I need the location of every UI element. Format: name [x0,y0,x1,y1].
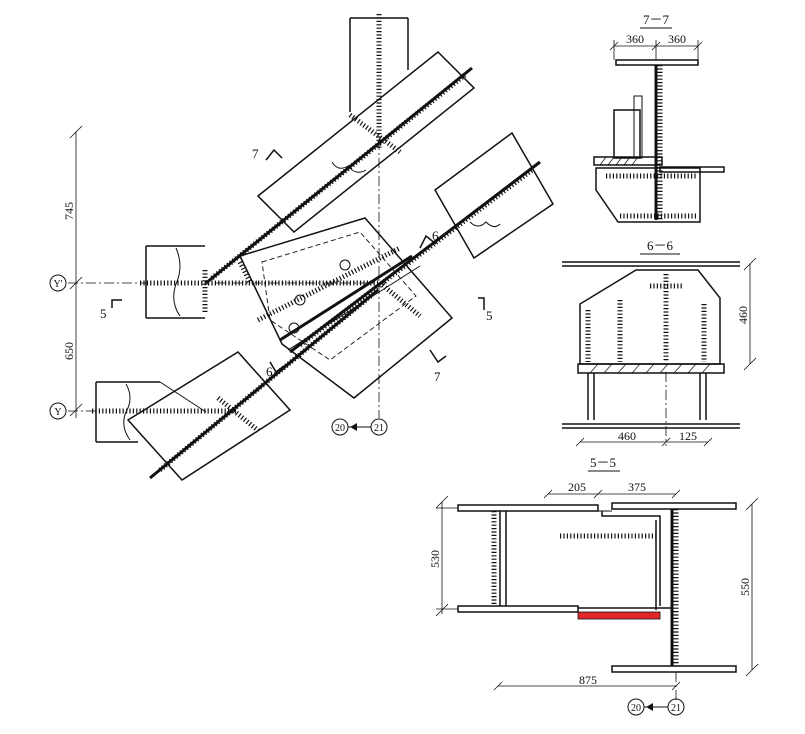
lower-diagonal-brace [126,288,379,481]
section-7-7-dim-right: 360 [668,32,686,46]
axis-label-y: Y [54,407,61,418]
section-5-5-dim-205: 205 [568,480,586,494]
plan-dim-upper: 745 [62,202,76,220]
axis-ref-21-label: 21 [374,423,384,434]
top-column [349,14,409,150]
cut-mark-5-left: 5 [100,299,122,321]
cut-mark-6-top: 6 [419,228,439,249]
section-6-6-title: 6－6 [647,238,674,253]
highlighted-stiffener-plate [577,611,661,620]
cut-mark-6-bottom: 6 [266,361,285,379]
right-diagonal-brace [289,131,554,354]
plan-dim-lower: 650 [62,342,76,360]
cut-label-5-right: 5 [486,308,493,323]
section-6-6: 6－6 460 460 125 [562,238,757,447]
cut-mark-7-bottom: 7 [429,349,447,384]
axis-ref-20-label: 20 [335,423,345,434]
cut-label-5-left: 5 [100,306,107,321]
left-beam-y [92,381,236,443]
plan-left-dimension: 745 650 [62,125,146,418]
axis-bubble-y-prime: Y' [49,274,67,292]
section-5-5-dim-550: 550 [738,578,752,596]
cut-label-7-bottom: 7 [434,369,441,384]
axis-ref-20-21-plan: 20 21 [331,418,388,436]
plan-view: 7 7 6 6 5 5 745 [49,14,554,481]
cut-label-6-bottom: 6 [266,364,273,379]
cut-mark-7-top: 7 [252,146,283,161]
gusset-plate [215,217,454,399]
section-5-5-title: 5－5 [590,455,616,470]
left-beam-y-prime [140,245,258,319]
section-6-6-dim-height: 460 [736,306,750,324]
axis-label-y-prime: Y' [53,279,62,290]
upper-diagonal-brace [205,50,476,285]
section-6-6-dim-left: 460 [618,429,636,443]
section-axis-ref-21-label: 21 [671,703,681,714]
section-axis-ref-20-label: 20 [631,703,641,714]
cut-mark-5-right: 5 [478,297,493,323]
axis-ref-20-21-section: 20 21 [627,698,685,716]
section-7-7: 7－7 360 360 [593,12,725,223]
cut-label-7-top: 7 [252,146,259,161]
cut-label-6-top: 6 [432,228,439,243]
section-5-5: 5－5 205 375 530 550 [428,455,759,716]
axis-bubble-y: Y [49,402,67,420]
section-6-6-dim-right: 125 [679,429,697,443]
section-7-7-title: 7－7 [643,12,670,27]
section-5-5-dim-875: 875 [579,673,597,687]
section-7-7-dim-left: 360 [626,32,644,46]
section-5-5-dim-375: 375 [628,480,646,494]
section-5-5-dim-530: 530 [428,550,442,568]
